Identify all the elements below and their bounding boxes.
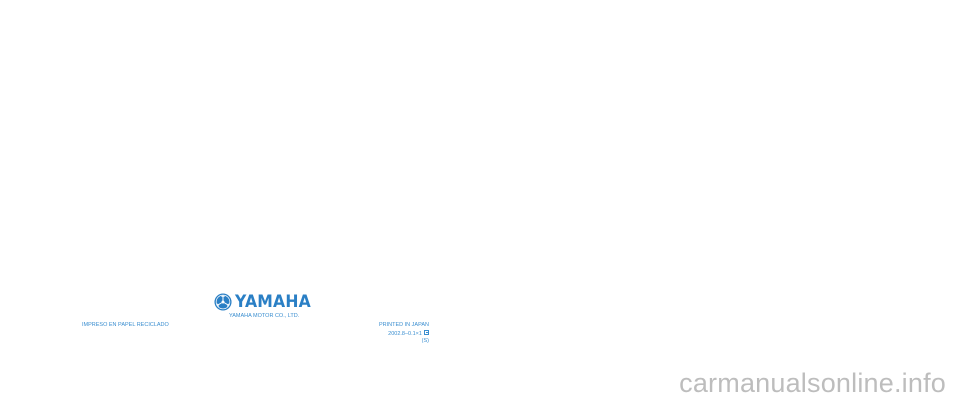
print-code-box-icon	[424, 329, 429, 335]
company-name: YAMAHA MOTOR CO., LTD.	[229, 313, 300, 319]
yamaha-logo: YAMAHA	[214, 292, 318, 312]
print-code: 2002.8–0.1×1	[388, 330, 422, 337]
tuning-fork-emblem-icon	[214, 293, 232, 311]
recycled-paper-note: IMPRESO EN PAPEL RECICLADO	[82, 322, 169, 328]
print-info: PRINTED IN JAPAN 2002.8–0.1×1 (S)	[379, 322, 429, 346]
printed-in-japan: PRINTED IN JAPAN	[378, 322, 429, 328]
site-watermark: carmanualsonline.info	[679, 368, 946, 398]
yamaha-wordmark: YAMAHA	[235, 292, 311, 312]
print-suffix: (S)	[421, 338, 429, 344]
print-code-line: 2002.8–0.1×1	[379, 329, 429, 339]
